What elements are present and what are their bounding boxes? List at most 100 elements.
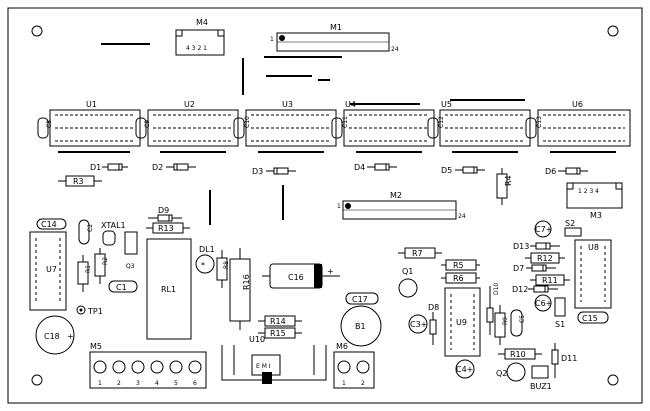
label-d8: D8 (428, 303, 439, 312)
resistor-r13: R13 (146, 222, 190, 234)
label-xtal1: XTAL1 (101, 221, 126, 230)
label-m6: M6 (336, 342, 348, 351)
label-u3: U3 (282, 100, 293, 109)
label-r7: R7 (412, 249, 423, 258)
label-u6: U6 (572, 100, 583, 109)
label-m5-pin6: 6 (193, 380, 197, 387)
label-c5: C5 (519, 315, 526, 323)
diode-d5: D5 (441, 166, 485, 175)
label-d6: D6 (545, 167, 556, 176)
diode-d4: D4 (354, 163, 397, 172)
label-u10: U10 (249, 335, 265, 344)
resistor-r15: R15 (258, 327, 302, 339)
label-u2: U2 (184, 100, 195, 109)
resistor-r9: R9 (494, 305, 509, 345)
diode-d10: D10 (486, 283, 500, 335)
label-c8: C8 (46, 120, 53, 128)
capacitor-c1: C1 (108, 280, 138, 293)
label-buz1: BUZ1 (530, 382, 552, 391)
label-m1-pin24: 24 (391, 46, 399, 53)
label-c2: C2 (87, 224, 94, 232)
label-u8: U8 (588, 243, 599, 252)
resistor-r12: R12 (525, 252, 565, 264)
label-q1: Q1 (402, 267, 413, 276)
label-r9: R9 (502, 317, 509, 325)
label-c17: C17 (352, 295, 368, 304)
label-r13: R13 (158, 224, 174, 233)
crystal-xtal1: XTAL1 (101, 221, 126, 246)
label-r6: R6 (453, 274, 464, 283)
label-m2-pin1: 1 (337, 203, 341, 210)
diode-d2: D2 (152, 163, 196, 172)
switch-s2: S2 (564, 219, 582, 237)
diode-d1: D1 (90, 163, 128, 172)
resistor-r7: R7 (398, 247, 442, 259)
resistor-r5: R5 (441, 259, 480, 271)
led-dl1: DL1 * (195, 245, 215, 274)
transistor-q2: Q2 (496, 362, 526, 382)
ic-u6: U6 C13 (525, 100, 631, 153)
ic-u5: U5 C12 (427, 100, 531, 153)
resistor-r10: R10 (498, 348, 542, 360)
transistor-q1: Q1 (398, 267, 418, 298)
label-c1: C1 (116, 283, 127, 292)
label-rl1: RL1 (161, 285, 176, 294)
label-d12: D12 (512, 285, 528, 294)
label-d5: D5 (441, 166, 452, 175)
diode-d3: D3 (252, 167, 296, 176)
label-q2: Q2 (496, 369, 507, 378)
terminal-m6: M6 1 2 (333, 342, 375, 389)
mounting-hole-tr (607, 25, 619, 37)
label-tp1: TP1 (87, 307, 103, 316)
capacitor-c7: C7+ (534, 220, 552, 238)
label-u4: U4 (345, 100, 356, 109)
ic-u4: U4 C11 (331, 100, 435, 153)
label-c11: C11 (342, 116, 349, 128)
resistor-r8: R8 (216, 250, 230, 288)
label-c16: C16 (288, 273, 304, 282)
mounting-hole-tl (31, 25, 43, 37)
svg-text:+: + (67, 332, 74, 341)
board-outline (7, 7, 643, 404)
transistor-q3: Q3 (124, 231, 138, 270)
label-c13: C13 (536, 116, 543, 128)
terminal-m5: M5 1 2 3 4 5 6 (89, 342, 207, 389)
diode-d13: D13 (513, 242, 560, 251)
label-c10: C10 (244, 116, 251, 128)
label-c15: C15 (582, 314, 598, 323)
label-m5: M5 (90, 342, 102, 351)
label-d11: D11 (561, 354, 577, 363)
buzzer-b1: C17 B1 (340, 292, 382, 347)
diode-d9: D9 (148, 206, 182, 222)
label-m3-pins: 1 2 3 4 (578, 188, 599, 195)
label-m5-pin5: 5 (174, 380, 178, 387)
label-m4: M4 (196, 18, 208, 27)
label-b1: B1 (355, 322, 366, 331)
label-c7: C7+ (535, 225, 552, 234)
switch-s1: S1 (554, 297, 566, 329)
label-u10-pins: E M I (256, 363, 271, 370)
label-u9: U9 (456, 318, 467, 327)
mounting-hole-br (607, 374, 619, 386)
capacitor-c3: C3+ (408, 314, 428, 334)
label-m2: M2 (390, 191, 402, 200)
capacitor-c2: C2 (78, 219, 94, 245)
connector-m4 (175, 29, 225, 56)
resistor-r11: R11 (530, 274, 570, 286)
label-d2: D2 (152, 163, 163, 172)
diode-d7: D7 (513, 264, 556, 273)
label-m5-pin4: 4 (155, 380, 159, 387)
label-r4: R4 (504, 175, 513, 186)
label-d4: D4 (354, 163, 365, 172)
label-r11: R11 (542, 276, 558, 285)
diode-d11: D11 (551, 343, 577, 378)
capacitor-c16: C16 + (262, 263, 340, 289)
label-m2-pin24: 24 (458, 213, 466, 220)
label-c18: C18 (44, 332, 60, 341)
resistor-r14: R14 (258, 315, 302, 327)
label-c12: C12 (438, 116, 445, 128)
label-c14: C14 (41, 220, 57, 229)
ic-u2: U2 C9 (135, 100, 239, 153)
label-r10: R10 (510, 350, 526, 359)
ic-u8: U8 C15 (574, 239, 612, 324)
